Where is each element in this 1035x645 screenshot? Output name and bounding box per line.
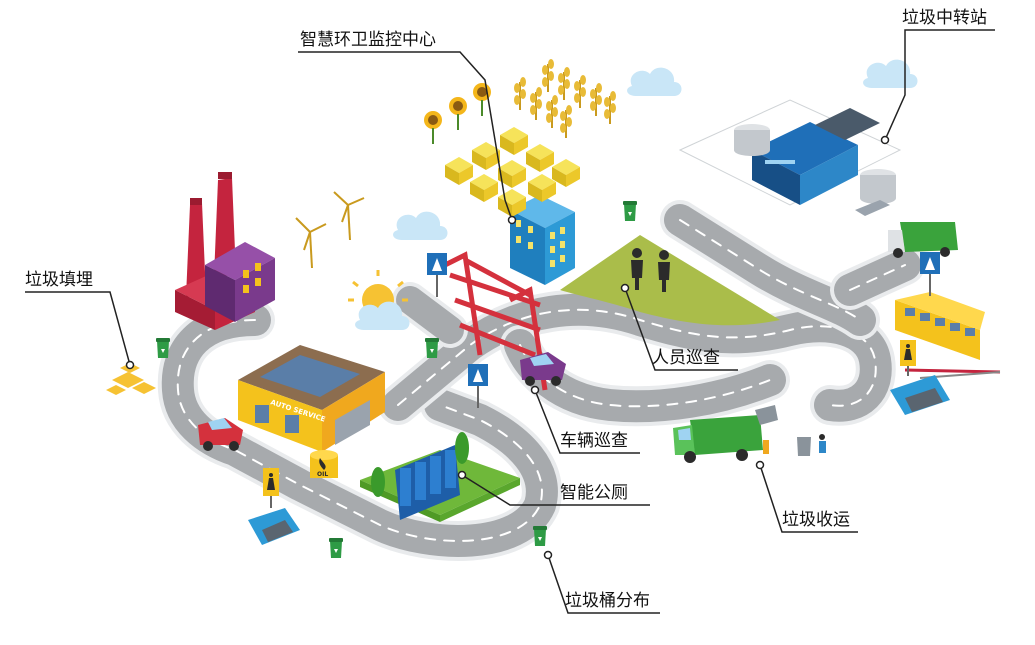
pedestrian-sign-icon	[263, 468, 279, 508]
patrol-vehicle-icon	[520, 352, 566, 386]
patrol-car-icon	[198, 418, 243, 451]
collection-truck-icon	[673, 405, 778, 463]
label-transfer-station: 垃圾中转站	[902, 8, 987, 28]
label-monitoring-center: 智慧环卫监控中心	[300, 30, 436, 50]
label-smart-toilet: 智能公厕	[560, 483, 628, 503]
label-vehicle-patrol: 车辆巡查	[560, 431, 628, 451]
trash-bin-icon	[329, 538, 343, 558]
auto-service-building: AUTO SERVICE	[238, 345, 385, 452]
trash-bin-icon	[156, 338, 170, 358]
transfer-station-icon	[678, 99, 902, 216]
oil-barrel-icon: OIL	[310, 450, 338, 478]
trash-bin-icon	[425, 338, 439, 358]
patrol-person-icon	[631, 248, 670, 292]
cloud-icon	[627, 67, 682, 96]
cloud-icon	[863, 59, 918, 88]
label-waste-collection: 垃圾收运	[782, 510, 850, 530]
cloud-icon	[393, 211, 448, 240]
callout-lines	[25, 29, 995, 614]
portable-toilet-icon	[395, 445, 460, 520]
label-personnel-patrol: 人员巡查	[652, 348, 720, 368]
wind-turbine-icon	[295, 191, 365, 269]
bridge-icon	[443, 251, 548, 391]
factory-icon	[175, 172, 275, 330]
trash-bin-icon	[623, 201, 637, 221]
oil-label: OIL	[317, 471, 328, 478]
pedestrian-sign-icon	[900, 340, 916, 376]
patrol-grass-area	[560, 235, 780, 326]
underpass-icon	[248, 375, 950, 545]
smart-toilet-area	[360, 432, 520, 522]
road-sign-icon	[920, 252, 940, 296]
farm-field-icon	[424, 58, 617, 217]
trash-bin-icon	[533, 526, 547, 546]
road-network	[157, 200, 925, 561]
worker-with-bin-icon	[797, 434, 826, 456]
label-bin-distribution: 垃圾桶分布	[565, 591, 650, 611]
garbage-truck-icon	[888, 222, 958, 258]
road-sign-icon	[427, 253, 447, 297]
office-building-icon	[510, 195, 575, 285]
label-landfill: 垃圾填埋	[25, 270, 93, 290]
